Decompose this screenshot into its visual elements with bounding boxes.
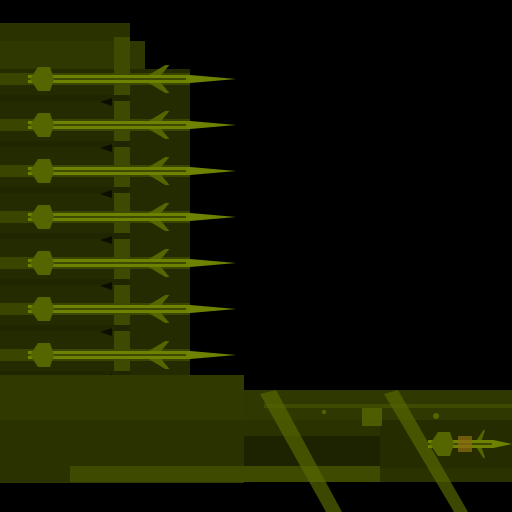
missile-canard-top [148, 203, 170, 213]
rack-spine [114, 37, 130, 422]
rack-gap [0, 325, 130, 331]
missile-rear-fins [30, 343, 54, 367]
missile-canard-top [476, 430, 486, 440]
missile-stripe [28, 354, 187, 356]
missile-canard-top [148, 341, 170, 351]
missile-canard-top [148, 157, 170, 167]
missile-canard-bottom [476, 448, 486, 458]
missile-canard-bottom [148, 267, 170, 277]
missile-canard-bottom [148, 221, 170, 231]
platform-lower-strip [70, 466, 380, 482]
missile-canard-top [148, 111, 170, 121]
missile-canard-top [148, 65, 170, 75]
missile-canard-bottom [148, 83, 170, 93]
rack-clamp [100, 98, 112, 106]
missile-canard-bottom [148, 313, 170, 323]
rack-gap [0, 141, 130, 147]
rack-gap [0, 233, 130, 239]
rack-top-beam [0, 23, 130, 41]
missile-rear-fins [30, 159, 54, 183]
missile-rear-fins [30, 67, 54, 91]
missile-canard-bottom [148, 359, 170, 369]
launcher-strut-right [384, 390, 468, 512]
rack-clamp [100, 190, 112, 198]
rack-gap [0, 95, 130, 101]
missile-rack [0, 23, 236, 428]
missile-stripe [28, 124, 187, 126]
missile [28, 295, 236, 323]
missile-stripe [28, 216, 187, 218]
missile [28, 157, 236, 185]
missile-rear-fins [430, 432, 454, 456]
rack-clamp [100, 282, 112, 290]
missile-rear-fins [30, 205, 54, 229]
missile [28, 249, 236, 277]
missile [28, 65, 236, 93]
missile-rear-fins [30, 113, 54, 137]
missile [28, 203, 236, 231]
missile [28, 111, 236, 139]
missile-canard-bottom [148, 175, 170, 185]
missile-stripe [28, 262, 187, 264]
rack-clamp [100, 144, 112, 152]
missile-stripe [28, 78, 187, 80]
rack-clamp [100, 328, 112, 336]
platform-top-rail [264, 404, 512, 408]
platform-bolt [322, 410, 326, 414]
missile [28, 341, 236, 369]
rack-gap [0, 279, 130, 285]
missile-canard-top [148, 249, 170, 259]
rack-clamp [100, 236, 112, 244]
launcher-strut-left [260, 390, 342, 512]
missile-rear-fins [30, 297, 54, 321]
platform-hatch [362, 406, 382, 426]
rack-gap [0, 371, 130, 377]
launcher-platform [0, 375, 512, 512]
missile-canard-bottom [148, 129, 170, 139]
platform-bolt [433, 413, 439, 419]
rack-gap [0, 187, 130, 193]
missile-stripe [28, 170, 187, 172]
missile-canard-top [148, 295, 170, 305]
missile-rear-fins [30, 251, 54, 275]
missile-stripe [28, 308, 187, 310]
launcher-warhead-glow [458, 436, 472, 452]
